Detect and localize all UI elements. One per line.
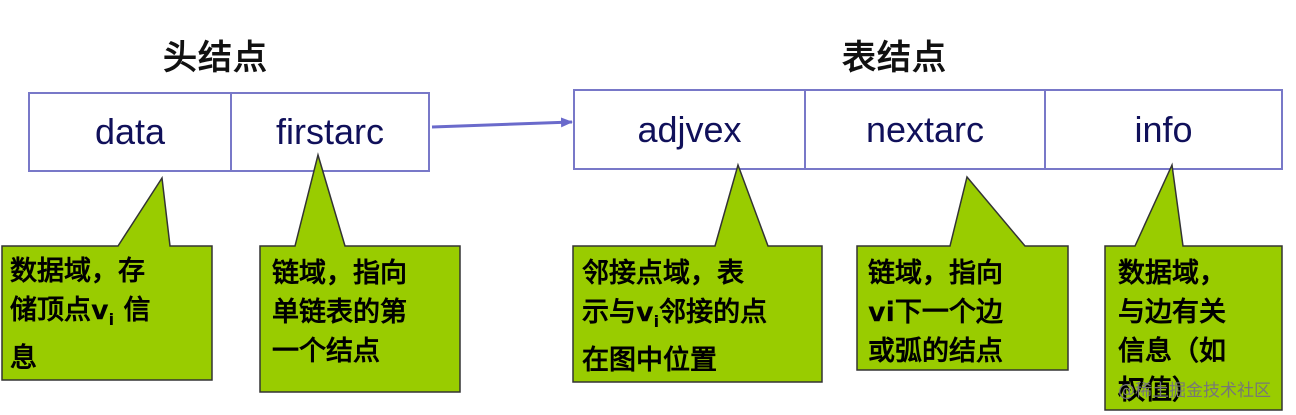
- callout-info-line4: 权值）: [1118, 375, 1199, 406]
- callout-data-line2-text: 储顶点v: [10, 295, 109, 326]
- watermark: @稀土掘金技术社区: [1118, 381, 1271, 401]
- callout-data-line2-tail: 信: [114, 295, 151, 326]
- edge-node-box: adjvex nextarc info: [573, 89, 1283, 170]
- callout-adjvex-line2-tail: 邻接的点: [659, 297, 768, 328]
- callout-info-line3: 信息（如: [1118, 336, 1226, 367]
- head-field-firstarc: firstarc: [230, 94, 428, 170]
- callout-nextarc-line1: 链域，指向: [868, 258, 1003, 289]
- callout-adjvex-line1: 邻接点域，表: [582, 258, 744, 289]
- callout-info-shape: [1104, 162, 1283, 411]
- callout-data-shape: [1, 175, 213, 381]
- edge-field-adjvex: adjvex: [637, 108, 742, 150]
- callout-data-line2: 储顶点vi 信: [10, 291, 151, 339]
- head-node-box: data firstarc: [28, 92, 430, 172]
- callout-data-line1: 数据域，存: [10, 256, 145, 287]
- head-node-title: 头结点: [163, 38, 268, 78]
- callout-adjvex-text: 邻接点域，表 示与vi邻接的点 在图中位置: [582, 254, 767, 380]
- callout-data-text: 数据域，存 储顶点vi 信 息: [10, 252, 151, 378]
- callout-info-line1: 数据域，: [1118, 258, 1226, 289]
- callout-nextarc-line3: 或弧的结点: [868, 336, 1003, 367]
- head-field-data: data: [94, 111, 166, 152]
- callout-nextarc-text: 链域，指向 vi下一个边 或弧的结点: [868, 254, 1003, 371]
- edge-field-info: info: [1044, 91, 1281, 168]
- callout-firstarc-line3: 一个结点: [272, 336, 380, 367]
- callout-data-subscript: i: [108, 310, 115, 329]
- callout-adjvex-line2: 示与vi邻接的点: [582, 293, 767, 341]
- callout-adjvex-subscript: i: [653, 312, 660, 331]
- callout-info-text: 数据域， 与边有关 信息（如 权值）: [1118, 254, 1226, 410]
- firstarc-pointer-arrow: [431, 117, 573, 129]
- edge-field-nextarc: nextarc: [804, 91, 1044, 168]
- callout-adjvex-shape: [572, 162, 823, 383]
- edge-node-title: 表结点: [842, 38, 947, 78]
- callout-adjvex-line3: 在图中位置: [582, 345, 717, 376]
- callout-firstarc-line2: 单链表的第: [272, 297, 407, 328]
- callout-adjvex-line2-text: 示与v: [582, 297, 654, 328]
- callout-firstarc-shape: [259, 152, 461, 393]
- callout-nextarc-line2: vi下一个边: [868, 297, 1003, 328]
- callout-data-line3: 息: [10, 343, 37, 374]
- callout-firstarc-text: 链域，指向 单链表的第 一个结点: [272, 254, 407, 371]
- callout-firstarc-line1: 链域，指向: [272, 258, 407, 289]
- callout-nextarc-shape: [856, 175, 1069, 371]
- callout-info-line2: 与边有关: [1118, 297, 1226, 328]
